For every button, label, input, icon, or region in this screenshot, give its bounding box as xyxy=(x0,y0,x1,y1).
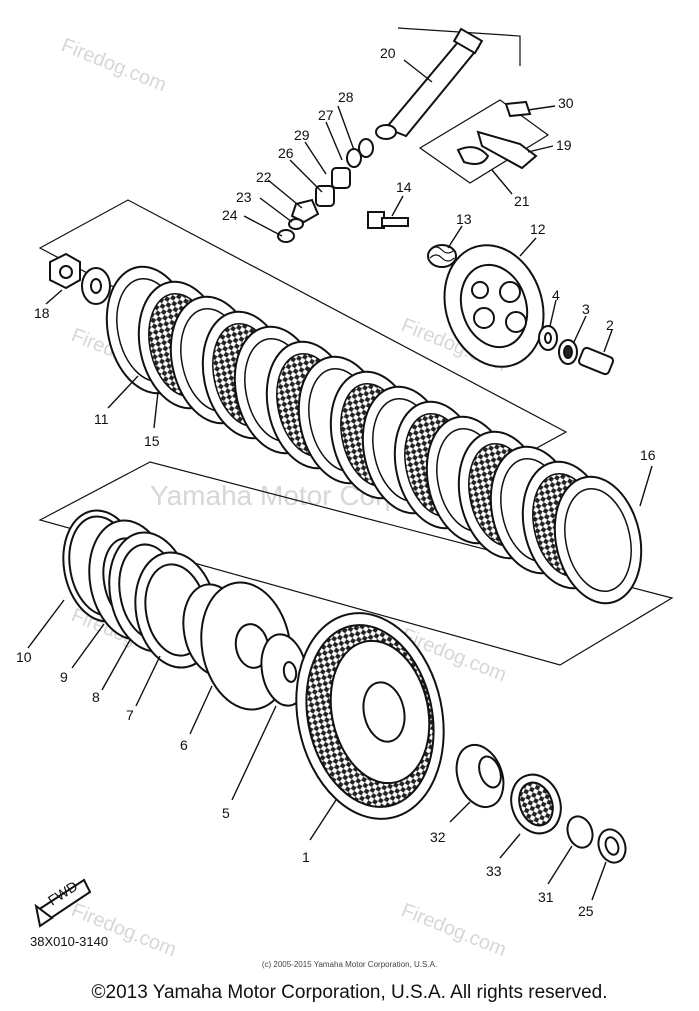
frame-shaft xyxy=(397,27,521,66)
callout-12: 12 xyxy=(530,221,546,237)
small-copyright: (c) 2005-2015 Yamaha Motor Corporation, … xyxy=(261,960,438,969)
footer-copyright: ©2013 Yamaha Motor Corporation, U.S.A. A… xyxy=(91,982,608,1003)
callout-27: 28 xyxy=(338,89,354,105)
callout-8: 8 xyxy=(92,689,100,705)
callout-16: 16 xyxy=(640,447,656,463)
callout-30: 25 xyxy=(578,903,594,919)
frame-lever xyxy=(418,99,550,184)
frame-lower xyxy=(38,461,674,666)
callout-25: 26 xyxy=(278,145,294,161)
callout-1: 1 xyxy=(302,849,310,865)
callout-11: 11 xyxy=(94,411,109,427)
callout-28: 29 xyxy=(294,127,310,143)
clutch-plate-stack xyxy=(105,265,643,605)
callout-24: 24 xyxy=(222,207,238,223)
callout-9: 9 xyxy=(60,669,68,685)
callout-7: 7 xyxy=(126,707,134,723)
callout-18: 18 xyxy=(34,305,50,321)
washer-bearing-screw xyxy=(538,325,614,376)
callout-23: 23 xyxy=(236,189,252,205)
bolt xyxy=(367,211,409,229)
release-lever-parts xyxy=(456,100,538,170)
callout-14: 14 xyxy=(396,179,412,195)
clutch-plate-inner xyxy=(564,487,632,593)
callout-21: 20 xyxy=(380,45,396,61)
watermark-text-site-7: Firedog.com xyxy=(68,899,179,961)
callout-19: 19 xyxy=(556,137,572,153)
diagram-code: 38X010-3140 xyxy=(30,934,109,949)
callout-22: 22 xyxy=(256,169,272,185)
callout-33: 33 xyxy=(486,863,502,879)
push-rod xyxy=(375,27,484,140)
fwd-arrow-icon: FWD xyxy=(34,878,92,928)
callout-6: 6 xyxy=(180,737,188,753)
spring xyxy=(427,244,457,268)
watermark-text-site-1: Firedog.com xyxy=(58,34,169,96)
callout-13: 13 xyxy=(456,211,472,227)
callout-32: 32 xyxy=(430,829,446,845)
pressure-plate xyxy=(443,244,545,368)
callout-10: 10 xyxy=(16,649,32,665)
callout-20: 21 xyxy=(514,193,530,209)
bearing-group xyxy=(455,744,627,864)
callout-4: 4 xyxy=(552,287,560,303)
callout-26: 27 xyxy=(318,107,334,123)
nut-and-lock-washer xyxy=(49,252,111,305)
callout-15: 15 xyxy=(144,433,160,449)
callout-5: 5 xyxy=(222,805,230,821)
watermark-text-site-6: Firedog.com xyxy=(398,899,509,961)
callout-labels: 20 28 27 29 26 22 23 24 30 19 21 14 13 1… xyxy=(16,45,656,919)
callout-2: 2 xyxy=(606,317,614,333)
lower-assembly xyxy=(62,509,445,820)
callout-29: 30 xyxy=(558,95,574,111)
callout-31: 31 xyxy=(538,889,554,905)
callout-3: 3 xyxy=(582,301,590,317)
leader-lines xyxy=(27,59,653,901)
